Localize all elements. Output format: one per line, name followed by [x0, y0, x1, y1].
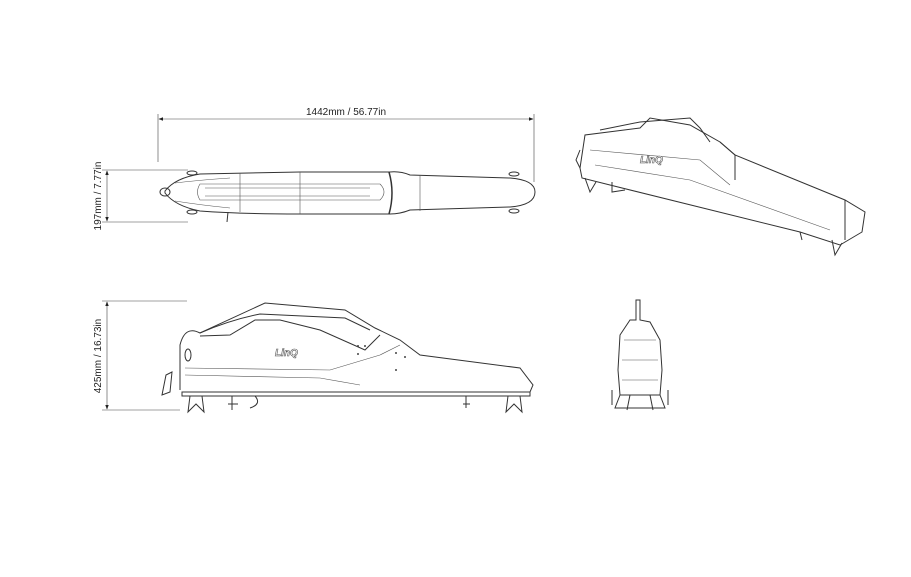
length-dimension: 1442mm / 56.77in — [157, 107, 535, 182]
front-view — [611, 299, 669, 411]
isometric-view: LinQ — [575, 117, 866, 257]
width-label: 197mm / 7.77in — [93, 162, 104, 231]
length-label: 1442mm / 56.77in — [306, 107, 386, 118]
height-dimension: 425mm / 16.73in — [93, 300, 187, 411]
logo-iso: LinQ — [640, 155, 663, 166]
side-view: LinQ — [161, 302, 534, 414]
top-view — [159, 170, 536, 223]
width-dimension: 197mm / 7.77in — [93, 162, 188, 231]
logo: LinQ — [275, 348, 298, 359]
height-label: 425mm / 16.73in — [93, 319, 104, 394]
